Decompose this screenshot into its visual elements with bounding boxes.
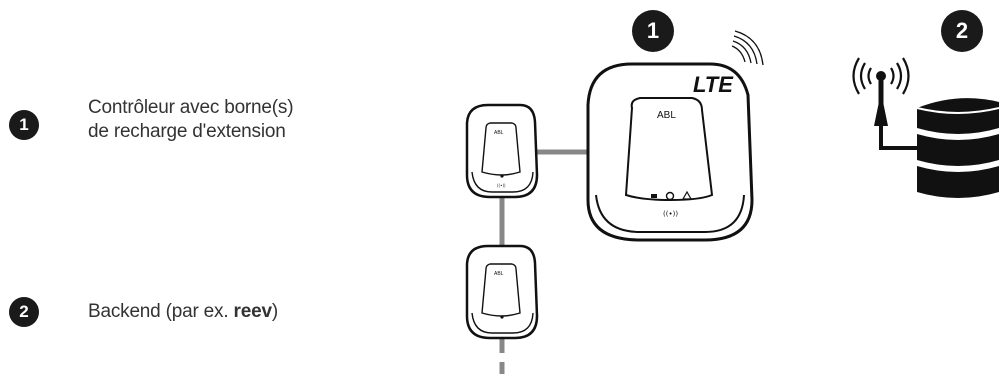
controller-brand-label: ABL xyxy=(657,110,676,121)
extension-1-brand-label: ABL xyxy=(494,130,504,136)
svg-text:((•)): ((•)) xyxy=(497,183,506,188)
legend-badge-1: 1 xyxy=(9,110,39,140)
svg-text:((•)): ((•)) xyxy=(663,210,678,218)
backend-badge: 2 xyxy=(941,10,983,52)
legend-label-2: Backend (par ex. reev) xyxy=(88,300,278,324)
legend-badge-2: 2 xyxy=(9,297,39,327)
legend-label-2-bold: reev xyxy=(233,301,272,322)
legend-label-1: Contrôleur avec borne(s) de recharge d'e… xyxy=(88,96,294,144)
controller-wallbox: ((•)) xyxy=(586,62,754,242)
cables xyxy=(499,149,588,374)
extension-wallbox-2 xyxy=(465,244,539,340)
extension-2-brand-label: ABL xyxy=(494,271,504,277)
legend-label-2-prefix: Backend (par ex. xyxy=(88,301,234,322)
legend-label-1-line2: de recharge d'extension xyxy=(88,121,286,142)
extension-wallbox-1: ((•)) xyxy=(465,103,539,199)
legend-label-2-suffix: ) xyxy=(271,301,278,322)
lte-signal-icon xyxy=(731,30,764,66)
controller-badge: 1 xyxy=(632,10,674,52)
backend-antenna-icon xyxy=(852,57,920,150)
backend-database-icon xyxy=(916,98,999,198)
legend-label-1-line1: Contrôleur avec borne(s) xyxy=(88,97,294,118)
lte-label: LTE xyxy=(693,72,733,97)
